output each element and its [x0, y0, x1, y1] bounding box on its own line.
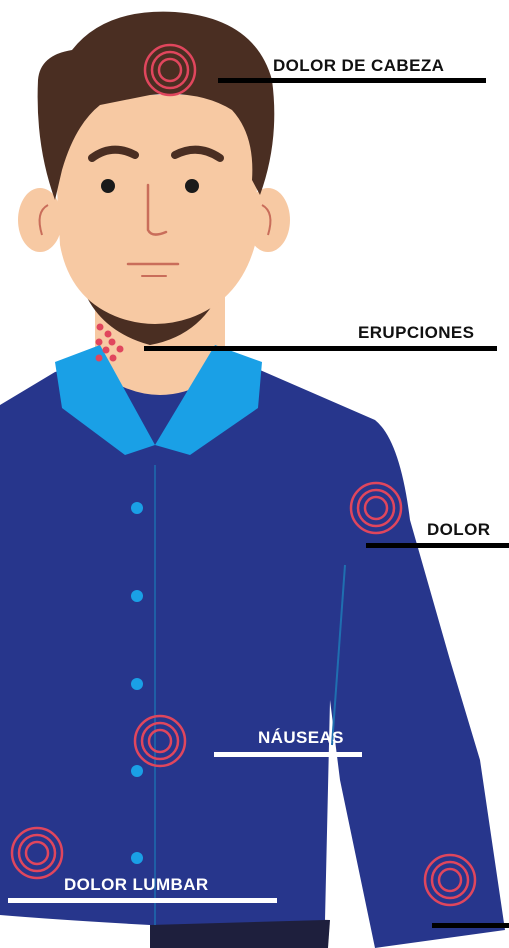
- left-eye: [101, 179, 115, 193]
- nausea-callout-line: [214, 752, 362, 757]
- pain-label: DOLOR: [427, 520, 490, 540]
- hand-callout-line: [432, 923, 509, 928]
- face: [55, 95, 258, 324]
- headache-label: DOLOR DE CABEZA: [273, 56, 444, 76]
- shirt-body: [0, 350, 505, 948]
- rash-callout-line: [144, 346, 497, 351]
- right-eye: [185, 179, 199, 193]
- pain-callout-line: [366, 543, 509, 548]
- nausea-label: NÁUSEAS: [258, 728, 344, 748]
- headache-callout-line: [218, 78, 486, 83]
- rash-label: ERUPCIONES: [358, 323, 474, 343]
- lumbar-label: DOLOR LUMBAR: [64, 875, 209, 895]
- lumbar-callout-line: [8, 898, 277, 903]
